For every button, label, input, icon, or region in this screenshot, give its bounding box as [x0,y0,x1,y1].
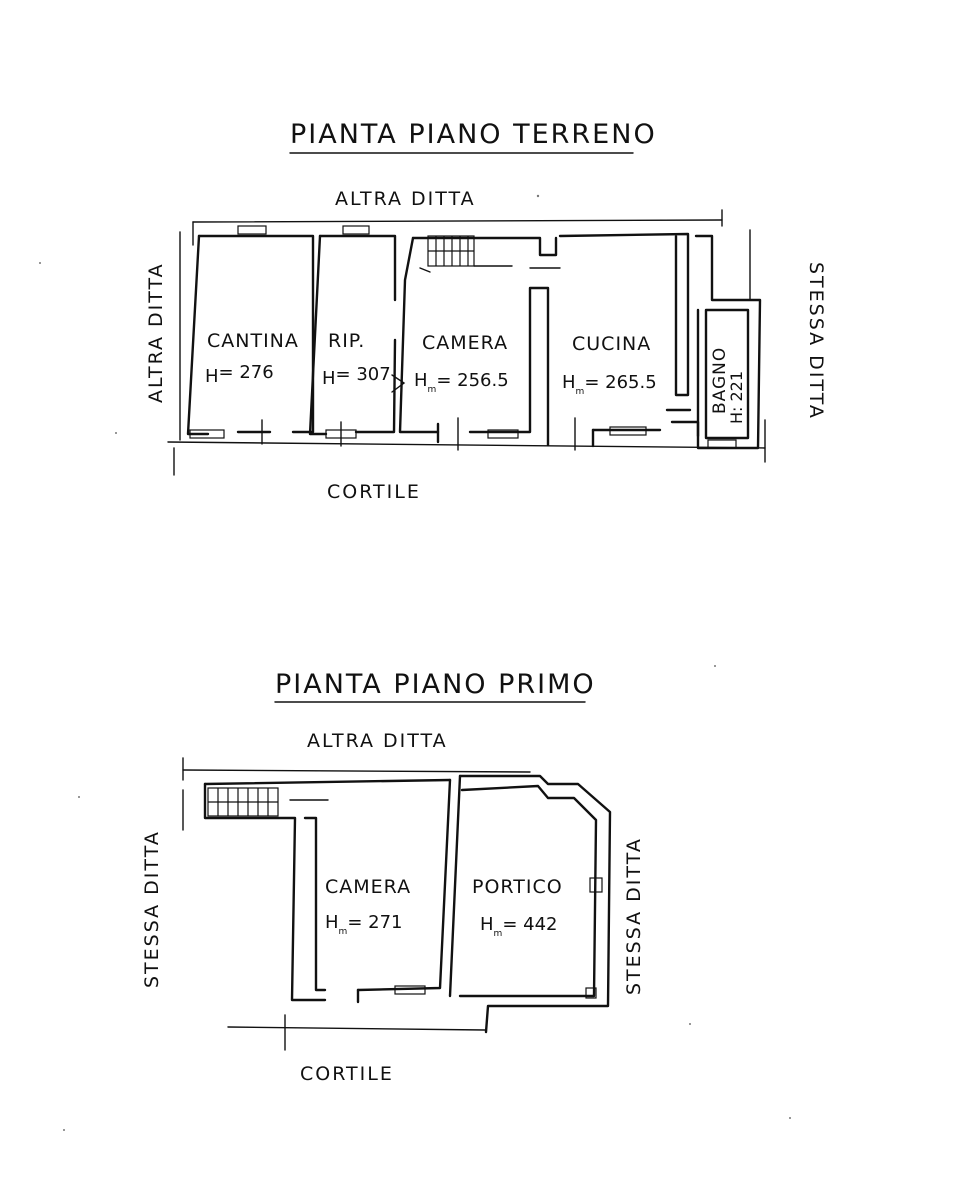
window-icon [394,985,426,995]
ground-floor-title: PIANTA PIANO TERRENO [290,119,657,150]
window-icon [342,225,370,235]
ground-floor-walls [186,225,762,451]
first-floor-east-label: STESSA DITTA [623,837,645,995]
ground-floor-plan: PIANTA PIANO TERRENO ALTRA DITTA ALTRA D… [145,119,827,503]
room-height-label: H= 307 [322,364,391,389]
room-height-label: Hm= 265.5 [562,372,657,397]
first-floor-title: PIANTA PIANO PRIMO [275,669,596,700]
first-floor-room-camera: CAMERA Hm= 271 [325,876,411,937]
room-height-label: Hm= 271 [325,912,403,937]
window-icon [189,429,225,439]
window-icon [707,439,737,449]
ground-floor-room-cantina: CANTINA H= 276 [205,330,299,387]
room-height-label: Hm= 256.5 [414,370,509,395]
ground-floor-room-bagno: BAGNO H: 221 [710,347,746,424]
first-floor-plan: PIANTA PIANO PRIMO ALTRA DITTA STESSA DI… [141,669,645,1085]
room-name: PORTICO [472,876,563,898]
first-floor-walls [203,774,612,1034]
ground-floor-north-label: ALTRA DITTA [335,188,476,210]
first-floor-boundary [182,757,531,1051]
ground-floor-boundary [167,209,766,476]
room-name: BAGNO [710,347,730,414]
room-name: CAMERA [325,876,411,898]
pillar-icon [585,987,597,999]
window-icon [237,225,267,235]
room-height-label: H: 221 [727,371,746,424]
ground-floor-room-cucina: CUCINA Hm= 265.5 [562,333,657,397]
ground-floor-room-rip: RIP. H= 307 [322,330,391,389]
ground-floor-south-label: CORTILE [327,481,421,503]
room-name: CUCINA [572,333,651,355]
door-arrow-icon [391,374,406,393]
room-name: CAMERA [422,332,508,354]
staircase-icon [207,787,279,817]
ground-floor-west-label: ALTRA DITTA [145,262,167,403]
pillar-icon [589,877,603,893]
room-name: RIP. [328,330,365,352]
room-height-label: Hm= 442 [480,914,558,939]
first-floor-north-label: ALTRA DITTA [307,730,448,752]
ground-floor-room-camera: CAMERA Hm= 256.5 [414,332,509,395]
window-icon [609,426,647,436]
scan-specks [39,194,791,1131]
first-floor-west-label: STESSA DITTA [141,830,163,988]
window-icon [487,429,519,439]
first-floor-south-label: CORTILE [300,1063,394,1085]
first-floor-room-portico: PORTICO Hm= 442 [472,876,563,939]
room-name: CANTINA [207,330,299,352]
staircase-icon [419,235,513,273]
room-height-label: H= 276 [205,362,274,387]
ground-floor-east-label: STESSA DITTA [805,262,827,420]
